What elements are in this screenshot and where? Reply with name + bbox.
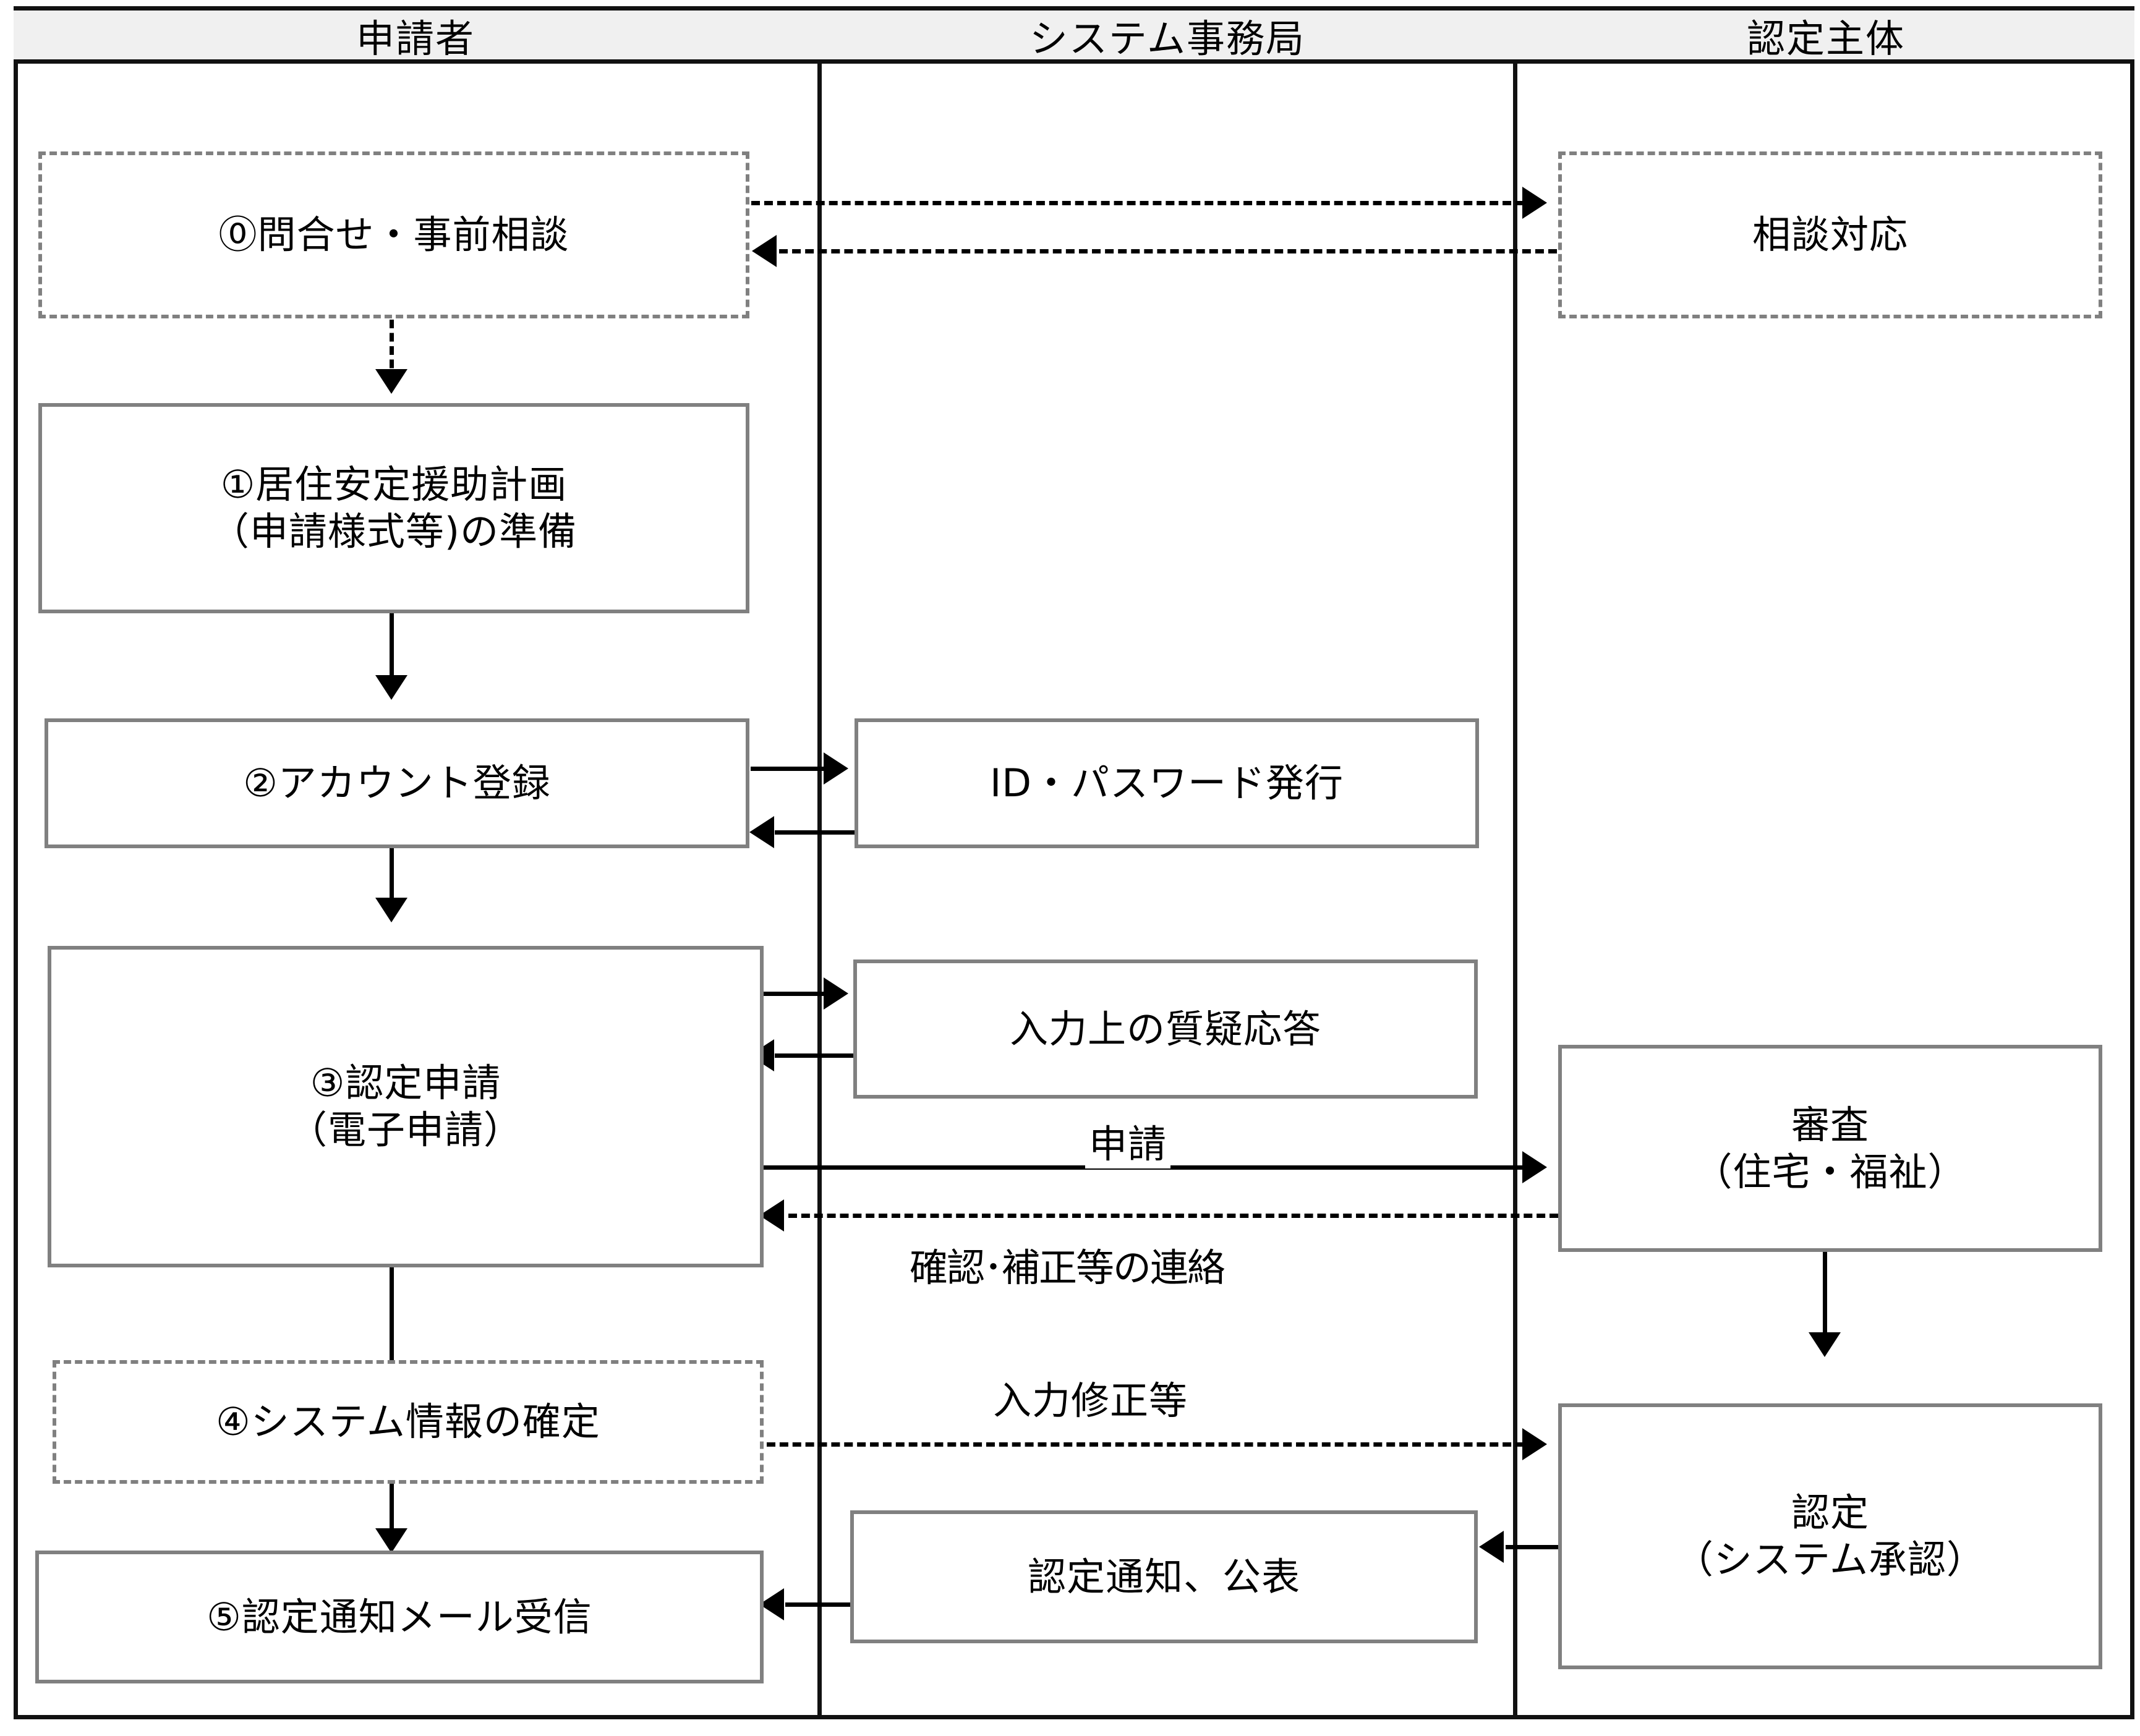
arrowhead-certify-to-notify-publish: [1479, 1531, 1504, 1563]
arrowhead-id-issue-to-account-reg: [749, 816, 774, 848]
lane-separator-2: [1513, 64, 1517, 1715]
node-inquiry[interactable]: ⓪問合せ・事前相談: [38, 151, 749, 318]
arrowhead-cert-apply-to-input-qa: [824, 977, 848, 1010]
node-cert-apply[interactable]: ③認定申請 （電子申請）: [48, 946, 764, 1267]
edge-sys-confirm-to-mail-receive: [390, 1484, 394, 1542]
edge-consult-to-inquiry: [779, 249, 1557, 253]
node-notify-publish[interactable]: 認定通知、公表: [850, 1510, 1478, 1643]
node-mail-receive[interactable]: ⑤認定通知メール受信: [35, 1551, 764, 1683]
node-account-reg[interactable]: ②アカウント登録: [45, 718, 749, 848]
edge-input-qa-to-cert-apply: [775, 1053, 855, 1058]
arrowhead-plan-prep-to-account-reg: [375, 675, 407, 700]
lane-header-applicant: 申請者: [356, 15, 475, 61]
arrowhead-account-reg-to-id-issue: [824, 752, 848, 785]
edge-cert-apply-to-input-qa: [751, 992, 825, 996]
edge-inquiry-to-plan-prep: [390, 320, 394, 381]
lane-header-system-office: システム事務局: [1029, 15, 1306, 61]
arrowhead-consult-to-inquiry: [752, 235, 777, 267]
edge-label-input-correction: 入力修正等: [989, 1369, 1192, 1425]
edge-account-reg-to-id-issue: [751, 767, 825, 771]
lane-header-band: [14, 6, 2134, 64]
edge-sys-confirm-to-certify: [767, 1442, 1524, 1447]
lane-separator-1: [817, 64, 822, 1715]
node-review[interactable]: 審査 （住宅・福祉）: [1558, 1045, 2102, 1252]
lane-bottom-rule: [14, 1715, 2134, 1719]
edge-account-reg-to-cert-apply: [390, 848, 394, 913]
arrowhead-cert-apply-to-review: [1522, 1151, 1547, 1183]
arrowhead-inquiry-to-consult: [1522, 187, 1547, 219]
node-id-issue[interactable]: ID・パスワード発行: [855, 718, 1479, 848]
edge-notify-publish-to-mail-receive: [785, 1602, 856, 1607]
node-input-qa[interactable]: 入力上の質疑応答: [853, 959, 1478, 1099]
lane-edge-right: [2130, 64, 2134, 1715]
edge-cert-apply-to-sys-confirm: [390, 1267, 394, 1363]
edge-label-confirm-correction: 確認･補正等の連絡: [906, 1236, 1229, 1292]
lane-header-certifying-body: 認定主体: [1746, 15, 1905, 61]
edge-inquiry-to-consult: [751, 201, 1524, 205]
arrowhead-sys-confirm-to-mail-receive: [375, 1528, 407, 1553]
edge-certify-to-notify-publish: [1506, 1545, 1564, 1549]
lane-edge-left: [14, 64, 18, 1715]
node-sys-confirm[interactable]: ④システム情報の確定: [53, 1360, 764, 1484]
edge-label-application: 申請: [1085, 1113, 1171, 1168]
node-consult[interactable]: 相談対応: [1558, 151, 2102, 318]
edge-id-issue-to-account-reg: [775, 830, 855, 835]
node-certify[interactable]: 認定 （システム承認）: [1558, 1403, 2102, 1669]
edge-plan-prep-to-account-reg: [390, 613, 394, 687]
arrowhead-review-to-certify: [1809, 1332, 1841, 1357]
arrowhead-inquiry-to-plan-prep: [375, 369, 407, 394]
node-plan-prep[interactable]: ①居住安定援助計画 （申請様式等)の準備: [38, 403, 749, 613]
arrowhead-account-reg-to-cert-apply: [375, 898, 407, 922]
arrowhead-sys-confirm-to-certify: [1522, 1428, 1547, 1460]
edge-review-to-cert-apply: [788, 1214, 1558, 1218]
edge-review-to-certify: [1823, 1252, 1827, 1345]
